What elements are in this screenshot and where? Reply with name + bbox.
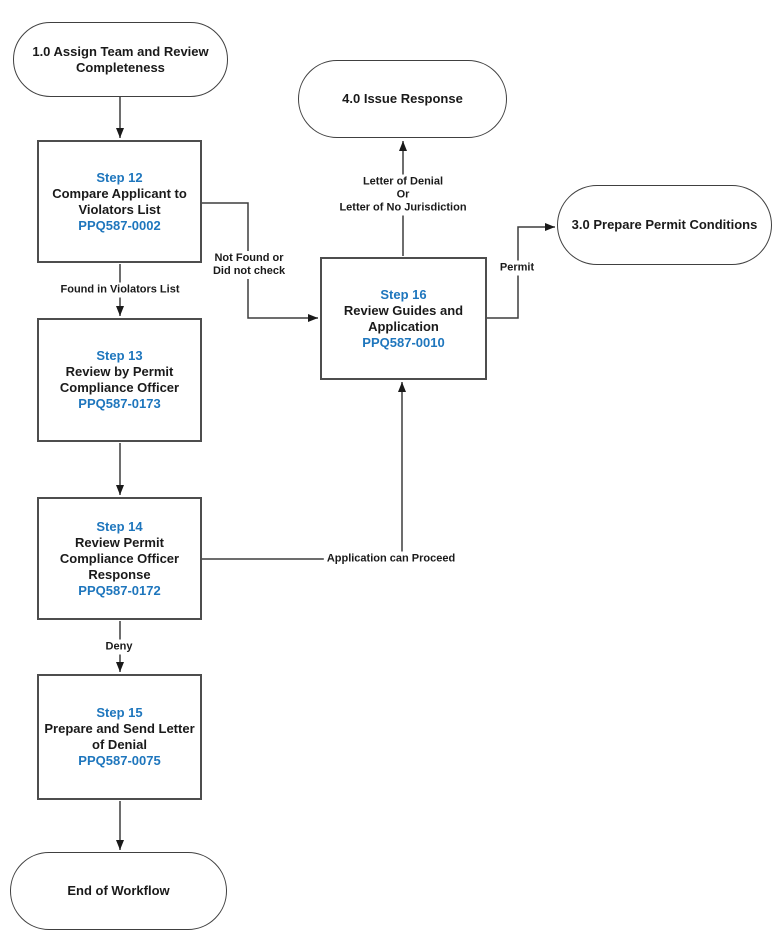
terminator-issue-response: 4.0 Issue Response bbox=[298, 60, 507, 138]
step-13-code: PPQ587-0173 bbox=[78, 396, 161, 411]
edge-label-letter-of-denial-or-no-jurisdiction: Letter of Denial Or Letter of No Jurisdi… bbox=[336, 174, 470, 216]
step-12-code: PPQ587-0002 bbox=[78, 217, 161, 233]
terminator-assign-team-label: 1.0 Assign Team and Review Completeness bbox=[32, 43, 209, 75]
terminator-prepare-permit-conditions-label: 3.0 Prepare Permit Conditions bbox=[571, 217, 758, 232]
process-step-13: Step 13 Review by Permit Compliance Offi… bbox=[37, 318, 202, 442]
edge-label-application-can-proceed: Application can Proceed bbox=[323, 551, 459, 567]
edge-label-deny: Deny bbox=[102, 639, 136, 655]
step-12-title: Compare Applicant to Violators List bbox=[52, 185, 187, 217]
step-16-name: Step 16 bbox=[380, 286, 427, 302]
edge-label-permit: Permit bbox=[496, 260, 538, 276]
process-step-12: Step 12 Compare Applicant to Violators L… bbox=[37, 140, 202, 263]
terminator-prepare-permit-conditions: 3.0 Prepare Permit Conditions bbox=[557, 185, 772, 265]
edge-label-not-found-or-did-not-check: Not Found or Did not check bbox=[209, 251, 289, 279]
step-13-name: Step 13 bbox=[96, 348, 143, 363]
connector-step14-to-step16 bbox=[202, 382, 406, 560]
step-15-code: PPQ587-0075 bbox=[78, 753, 161, 768]
step-14-code: PPQ587-0172 bbox=[78, 582, 161, 598]
edge-label-found-in-violators-list: Found in Violators List bbox=[57, 282, 183, 298]
process-step-16: Step 16 Review Guides and Application PP… bbox=[320, 257, 487, 380]
step-15-name: Step 15 bbox=[96, 705, 143, 720]
step-12-name: Step 12 bbox=[96, 169, 143, 185]
process-step-15: Step 15 Prepare and Send Letter of Denia… bbox=[37, 674, 202, 800]
terminator-end-of-workflow-label: End of Workflow bbox=[67, 883, 170, 898]
step-13-title: Review by Permit Compliance Officer bbox=[59, 364, 180, 395]
step-14-name: Step 14 bbox=[96, 518, 143, 534]
terminator-end-of-workflow: End of Workflow bbox=[10, 852, 227, 930]
step-15-title: Prepare and Send Letter of Denial bbox=[44, 721, 195, 752]
step-16-code: PPQ587-0010 bbox=[362, 334, 445, 350]
step-14-title: Review Permit Compliance Officer Respons… bbox=[59, 534, 180, 582]
step-16-title: Review Guides and Application bbox=[343, 302, 464, 334]
terminator-issue-response-label: 4.0 Issue Response bbox=[342, 91, 463, 106]
terminator-assign-team: 1.0 Assign Team and Review Completeness bbox=[13, 22, 228, 97]
process-step-14: Step 14 Review Permit Compliance Officer… bbox=[37, 497, 202, 620]
